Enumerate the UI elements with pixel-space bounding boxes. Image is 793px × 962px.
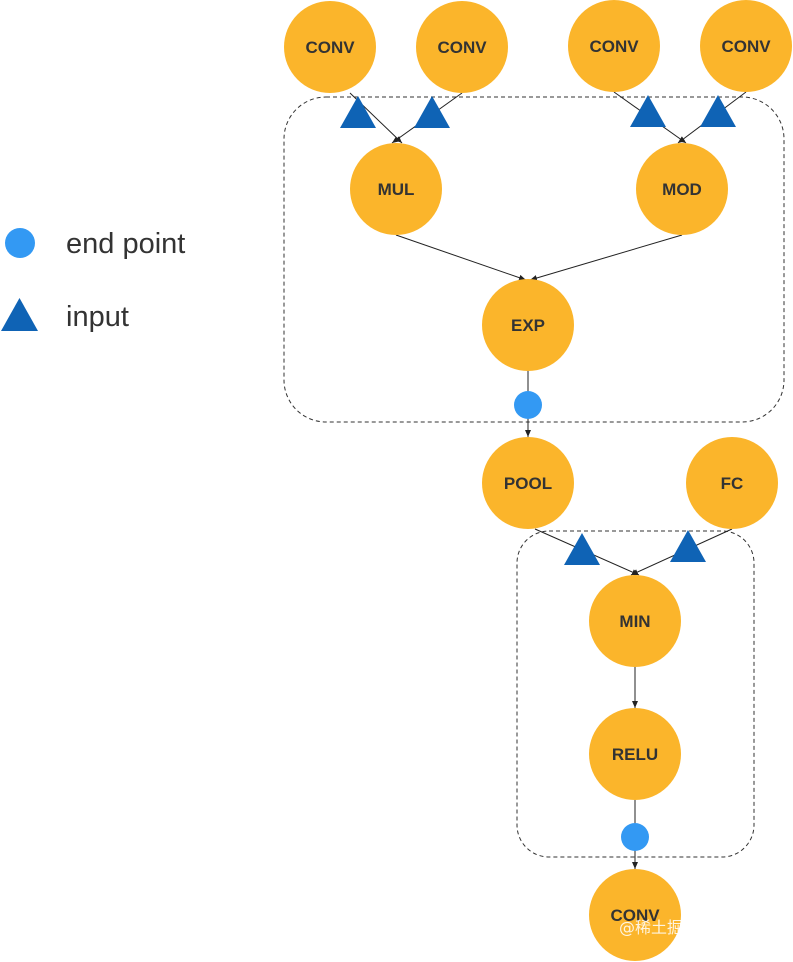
input-marker-icon xyxy=(340,96,376,128)
subgraph-group-box-lower xyxy=(516,530,755,858)
node-mod: MOD xyxy=(636,143,728,235)
end-point-marker-icon xyxy=(621,823,649,851)
legend-input-label: input xyxy=(66,301,129,333)
node-mul-circle xyxy=(350,143,442,235)
node-conv2: CONV xyxy=(416,1,508,93)
end-point-marker-icon xyxy=(514,391,542,419)
node-min: MIN xyxy=(589,575,681,667)
node-mul: MUL xyxy=(350,143,442,235)
node-conv3-circle xyxy=(568,0,660,92)
node-mod-circle xyxy=(636,143,728,235)
node-conv5-circle xyxy=(589,869,681,961)
node-conv2-circle xyxy=(416,1,508,93)
node-conv1-circle xyxy=(284,1,376,93)
node-conv4: CONV xyxy=(700,0,792,92)
legend-input-icon xyxy=(1,298,38,331)
node-conv4-circle xyxy=(700,0,792,92)
subgraph-group-box-upper xyxy=(283,96,785,423)
node-fc-label: FC xyxy=(721,474,744,493)
edge-mod-to-exp xyxy=(529,234,683,281)
legend-end-point-icon xyxy=(5,228,35,258)
node-conv5: CONV xyxy=(589,869,681,961)
nodes-layer: CONV CONV CONV CONV MUL MOD EXP POOL FC MIN RELU CO… xyxy=(284,0,792,961)
node-relu: RELU xyxy=(589,708,681,800)
input-marker-icon xyxy=(414,96,450,128)
node-conv4-label: CONV xyxy=(721,37,771,56)
legend: end point input xyxy=(1,228,185,333)
edge-mul-to-exp xyxy=(395,234,527,281)
input-marker-icon xyxy=(670,530,706,562)
node-exp-label: EXP xyxy=(511,316,545,335)
node-conv1: CONV xyxy=(284,1,376,93)
node-relu-label: RELU xyxy=(612,745,658,764)
node-relu-circle xyxy=(589,708,681,800)
node-pool: POOL xyxy=(482,437,574,529)
input-marker-icon xyxy=(564,533,600,565)
input-marker-icon xyxy=(700,95,736,127)
node-fc-circle xyxy=(686,437,778,529)
node-fc: FC xyxy=(686,437,778,529)
node-conv2-label: CONV xyxy=(437,38,487,57)
node-conv3: CONV xyxy=(568,0,660,92)
node-conv1-label: CONV xyxy=(305,38,355,57)
watermark: @稀土掘金技术社区 xyxy=(619,918,763,937)
node-mul-label: MUL xyxy=(378,180,415,199)
node-mod-label: MOD xyxy=(662,180,702,199)
markers-layer xyxy=(340,95,736,851)
input-marker-icon xyxy=(630,95,666,127)
node-exp: EXP xyxy=(482,279,574,371)
legend-end-point-label: end point xyxy=(66,228,185,260)
node-pool-circle xyxy=(482,437,574,529)
node-min-label: MIN xyxy=(619,612,650,631)
node-conv3-label: CONV xyxy=(589,37,639,56)
node-min-circle xyxy=(589,575,681,667)
node-conv5-label: CONV xyxy=(610,906,660,925)
node-exp-circle xyxy=(482,279,574,371)
node-pool-label: POOL xyxy=(504,474,552,493)
